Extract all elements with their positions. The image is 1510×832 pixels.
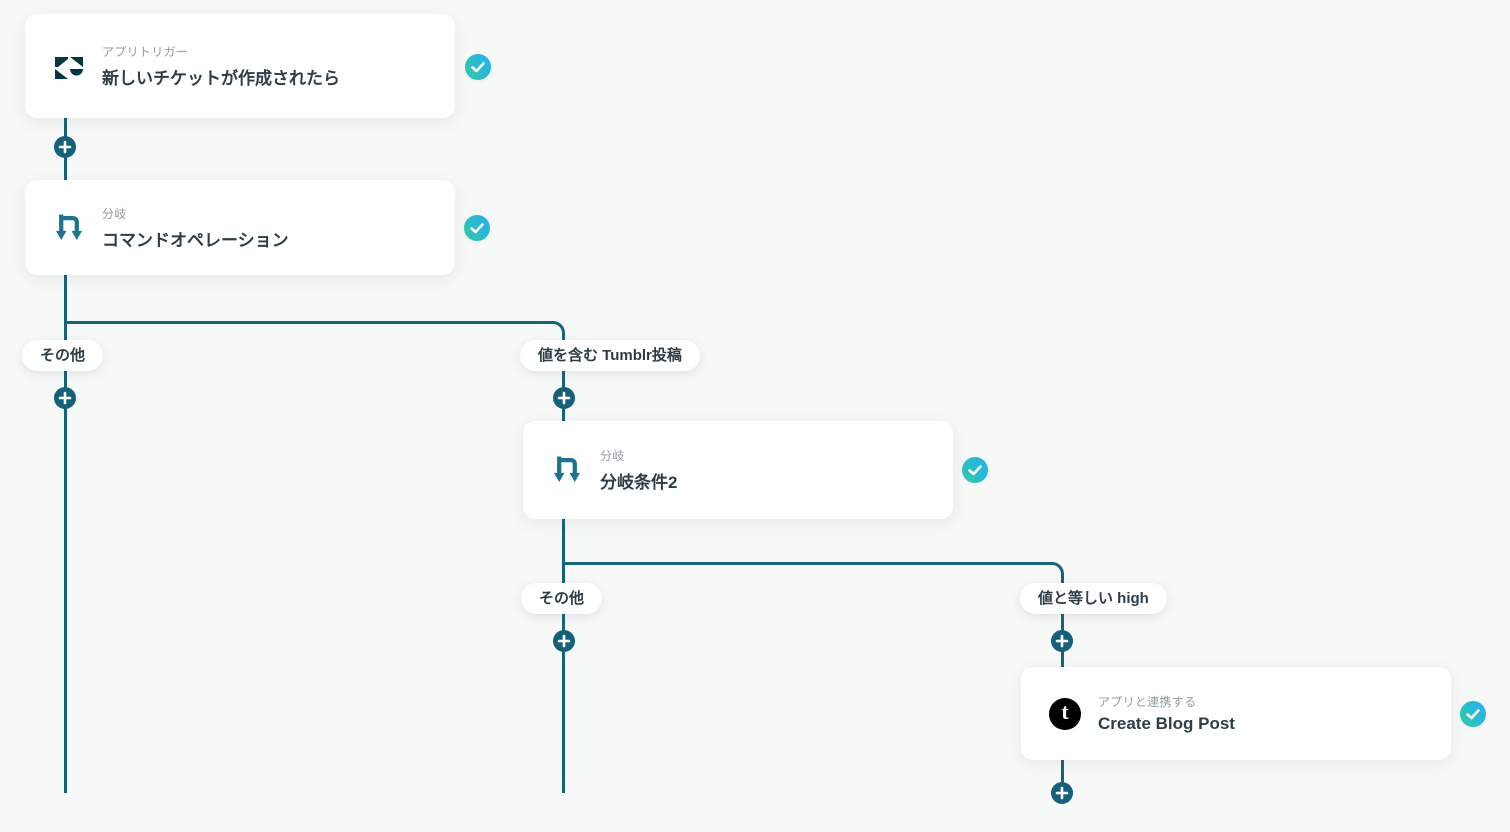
node-title: 分岐条件2 xyxy=(600,473,678,492)
connector-line xyxy=(1061,576,1064,667)
add-step-button[interactable] xyxy=(54,136,76,158)
branch-label-condition[interactable]: 値を含む Tumblr投稿 xyxy=(520,340,700,371)
branch-connector xyxy=(562,562,1064,590)
branch-label-condition[interactable]: 値と等しい high xyxy=(1020,583,1167,614)
plus-icon xyxy=(557,634,571,648)
plus-icon xyxy=(1055,786,1069,800)
node-title: 新しいチケットが作成されたら xyxy=(102,69,340,88)
workflow-node-branch2[interactable]: 分岐 分岐条件2 xyxy=(523,421,953,519)
workflow-node-action[interactable]: t アプリと連携する Create Blog Post xyxy=(1021,667,1451,760)
check-icon xyxy=(464,215,490,241)
check-icon xyxy=(962,457,988,483)
zendesk-icon xyxy=(51,48,87,84)
branch-icon xyxy=(549,452,585,488)
node-category: 分岐 xyxy=(600,449,625,463)
branch-connector xyxy=(64,321,565,349)
workflow-node-branch[interactable]: 分岐 コマンドオペレーション xyxy=(25,180,455,275)
node-title: Create Blog Post xyxy=(1098,714,1235,733)
add-step-button[interactable] xyxy=(553,387,575,409)
add-step-button[interactable] xyxy=(1051,630,1073,652)
plus-icon xyxy=(1055,634,1069,648)
connector-line xyxy=(562,335,565,421)
node-category: 分岐 xyxy=(102,206,127,221)
add-step-button[interactable] xyxy=(553,630,575,652)
add-step-button[interactable] xyxy=(1051,782,1073,804)
node-category: アプリと連携する xyxy=(1098,695,1197,709)
workflow-node-trigger[interactable]: アプリトリガー 新しいチケットが作成されたら xyxy=(25,14,455,118)
branch-label-other[interactable]: その他 xyxy=(521,583,603,614)
branch-icon xyxy=(51,210,87,246)
node-category: アプリトリガー xyxy=(102,45,189,59)
node-title: コマンドオペレーション xyxy=(102,230,289,250)
plus-icon xyxy=(58,391,72,405)
connector-line xyxy=(64,275,67,793)
plus-icon xyxy=(557,391,571,405)
tumblr-icon: t xyxy=(1047,696,1083,732)
add-step-button[interactable] xyxy=(54,387,76,409)
check-icon xyxy=(465,54,491,80)
connector-line xyxy=(562,519,565,793)
check-icon xyxy=(1460,701,1486,727)
plus-icon xyxy=(58,140,72,154)
connector-line xyxy=(1061,760,1064,793)
branch-label-other[interactable]: その他 xyxy=(22,340,104,371)
